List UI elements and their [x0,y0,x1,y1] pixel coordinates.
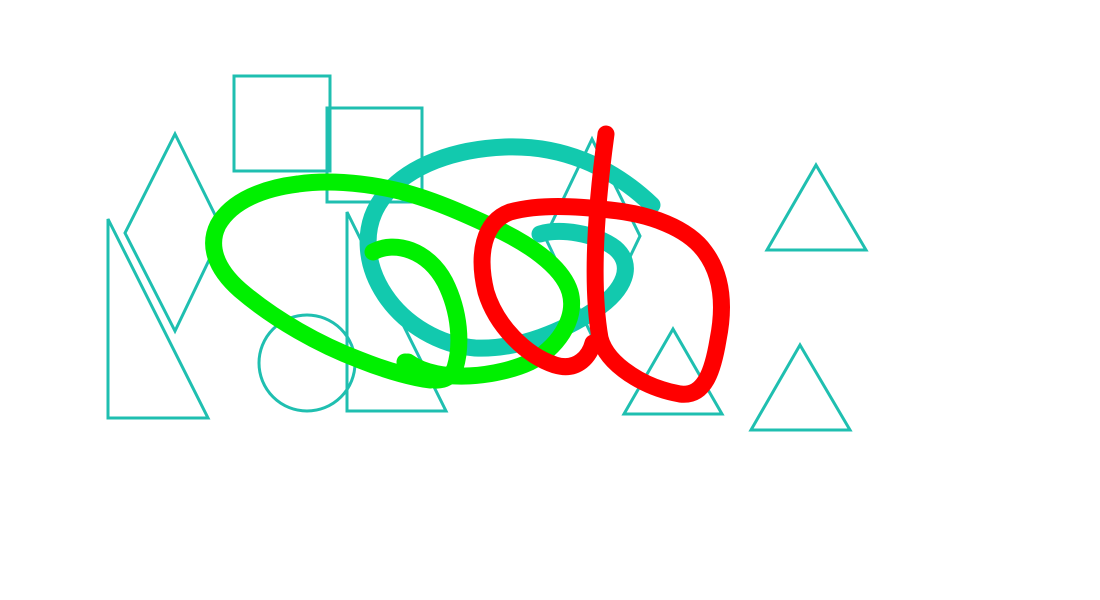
triangle-outline-top-right [764,162,869,252]
right-triangle-outline-left [106,218,211,420]
triangle-outline-center-bottom [621,325,725,416]
triangle-outline-bottom-right [748,342,853,432]
green-loop-stroke [205,173,580,389]
teal-loop-stroke [359,138,661,357]
diamond-outline [123,130,225,335]
square-outline-left [232,74,332,173]
red-loop-stroke [473,125,730,403]
